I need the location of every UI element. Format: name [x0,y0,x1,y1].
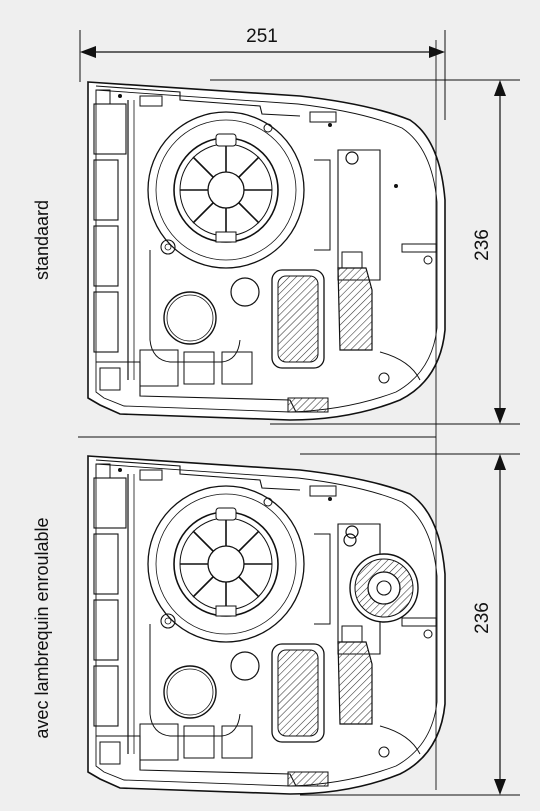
section-label-valance: avec lambrequin enroulable [32,517,52,738]
height-bottom-dimension-label: 236 [472,602,493,634]
cassette-valance-drawing [87,455,446,795]
section-label-standard: standaard [32,200,52,280]
width-dimension-label: 251 [246,26,278,47]
dimension-lines [78,30,520,796]
height-top-dimension-label: 236 [472,229,493,261]
cassette-standard-drawing [87,81,446,421]
